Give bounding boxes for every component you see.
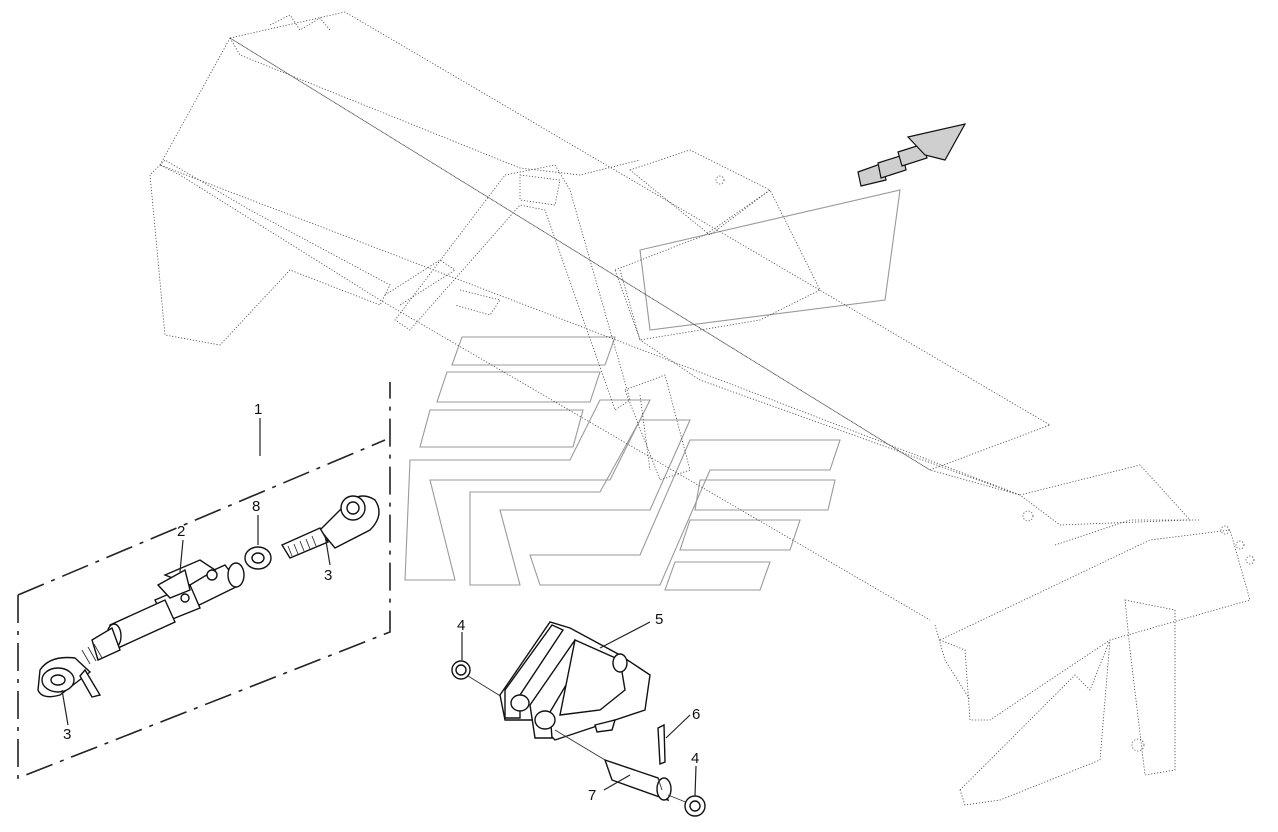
callout-6: 6 [692, 706, 700, 723]
assembly-boundary [17, 382, 391, 780]
callout-leaders [61, 418, 697, 797]
washer-bottom [684, 795, 706, 817]
watermark-logo [404, 189, 901, 591]
cotter-pin [657, 723, 666, 766]
callout-2: 2 [177, 523, 185, 540]
washer-top [451, 660, 471, 680]
locknut [244, 546, 272, 570]
bracket-assembly [451, 621, 706, 817]
ball-end-left [37, 643, 103, 698]
top-link-assembly [37, 495, 380, 698]
callout-5: 5 [655, 611, 663, 628]
callout-4b: 4 [691, 750, 699, 767]
callout-8: 8 [252, 498, 260, 515]
callout-7: 7 [588, 787, 596, 804]
callout-3b: 3 [63, 726, 71, 743]
callout-3a: 3 [324, 567, 332, 584]
callout-4a: 4 [457, 617, 465, 634]
direction-arrow-icon [857, 123, 967, 187]
main-frame [149, 11, 1255, 806]
ball-end-right [280, 495, 380, 559]
callout-1: 1 [254, 401, 262, 418]
callouts: 1 2 3 3 4 4 5 6 7 8 [63, 401, 700, 804]
mounting-bracket [499, 621, 651, 741]
pin [603, 758, 672, 802]
turnbuckle-barrel [91, 559, 245, 661]
